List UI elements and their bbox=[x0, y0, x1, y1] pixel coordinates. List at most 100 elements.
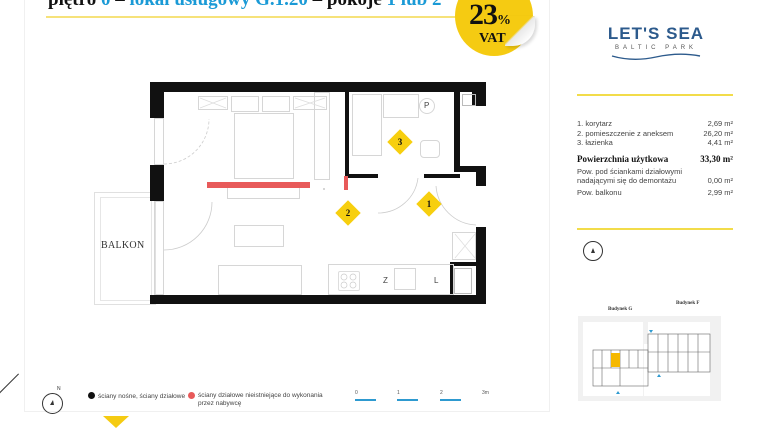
brand-logo: LET'S SEA BALTIC PARK bbox=[606, 24, 706, 61]
balcony-door-frame bbox=[154, 201, 164, 295]
removable-wall-label: ściany działowe nieistniejące do wykonan… bbox=[198, 392, 323, 407]
window-frame bbox=[154, 118, 164, 165]
sink bbox=[383, 94, 419, 118]
area-name: 3. łazienka bbox=[577, 138, 613, 147]
wave-icon bbox=[611, 53, 701, 60]
rooms-label: pokoje bbox=[327, 0, 382, 10]
coffee-table bbox=[234, 225, 284, 247]
legend-removable: ściany działowe nieistniejące do wykonan… bbox=[188, 392, 328, 408]
sofa bbox=[218, 265, 302, 295]
total-area-row: Powierzchnia użytkowa 33,30 m² bbox=[577, 153, 733, 165]
kitchen-counter bbox=[328, 264, 454, 295]
partition-area-label: Pow. pod ściankami działowymi nadającymi… bbox=[577, 166, 683, 186]
minimap-compass-icon bbox=[583, 241, 603, 261]
scale-tick: 1 bbox=[397, 390, 400, 396]
title-separator: – bbox=[110, 0, 129, 10]
bearing-wall-swatch bbox=[88, 392, 95, 399]
vat-rate: 23% bbox=[469, 0, 511, 32]
floor-label: piętro bbox=[48, 0, 96, 10]
scale-segment bbox=[440, 399, 461, 401]
area-value: 26,20 m² bbox=[703, 128, 733, 138]
wall-shaft-bottom bbox=[460, 166, 486, 172]
logo-subtitle: BALTIC PARK bbox=[614, 45, 698, 51]
removable-wall-swatch bbox=[188, 392, 195, 399]
building-g-label: Budynek G bbox=[608, 307, 633, 312]
scale-segment bbox=[355, 399, 376, 401]
vat-label: VAT bbox=[479, 31, 506, 46]
unit-name: lokal usługowy G.1.20 bbox=[129, 0, 307, 10]
total-area-value: 33,30 m² bbox=[700, 153, 733, 164]
room-number-2: 2 bbox=[345, 208, 351, 218]
door-swings bbox=[163, 97, 477, 289]
nightstand bbox=[231, 96, 259, 112]
bearing-wall-label: ściany nośne, ściany działowe bbox=[98, 393, 186, 400]
site-plan-graphic bbox=[578, 316, 721, 401]
scale-tick: 2 bbox=[440, 390, 443, 396]
wardrobe bbox=[198, 96, 228, 110]
boiler bbox=[419, 98, 435, 114]
compass-icon bbox=[42, 393, 63, 414]
building-minimap: Budynek G Budynek F bbox=[578, 301, 721, 401]
sink-kitchen bbox=[394, 268, 416, 290]
area-table: 1. korytarz 2,69 m² 2. pomieszczenie z an… bbox=[577, 119, 733, 197]
north-label: N bbox=[57, 386, 61, 392]
wall-right-middle bbox=[476, 166, 486, 186]
balcony-area-value: 2,99 m² bbox=[707, 187, 733, 197]
area-row: 1. korytarz 2,69 m² bbox=[577, 119, 733, 129]
corner-line bbox=[0, 373, 19, 397]
toilet bbox=[420, 140, 440, 158]
wall-bottom bbox=[150, 295, 486, 304]
bathtub bbox=[352, 94, 382, 156]
wall-fixture-left bbox=[450, 262, 454, 298]
balcony-area bbox=[94, 192, 156, 305]
vat-badge: 23% VAT bbox=[455, 0, 535, 60]
scale-tick: 3m bbox=[482, 390, 489, 396]
cooktop bbox=[338, 271, 360, 291]
wall-fixture-top bbox=[452, 262, 476, 266]
north-arrow-icon bbox=[591, 248, 595, 253]
rooms-value: 1 lub 2 bbox=[387, 0, 442, 10]
chevron-down-icon bbox=[103, 416, 129, 428]
vat-value: 23 bbox=[469, 0, 498, 31]
shaft bbox=[462, 94, 476, 106]
balcony-label: BALKON bbox=[101, 240, 145, 251]
floor-value: 0 bbox=[101, 0, 111, 10]
north-arrow-icon bbox=[50, 400, 54, 405]
wall-left-top bbox=[150, 82, 164, 118]
wall-left-middle bbox=[150, 165, 164, 201]
legend-bearing: ściany nośne, ściany działowe bbox=[88, 392, 185, 401]
area-value: 2,69 m² bbox=[707, 119, 733, 128]
bathroom-wall-bottom-left bbox=[345, 174, 378, 178]
wall-right-bottom bbox=[476, 227, 486, 297]
closet bbox=[452, 232, 476, 260]
balcony-inner bbox=[100, 197, 152, 301]
removable-wall bbox=[344, 176, 348, 190]
scale-bar: 0 1 2 3m bbox=[352, 390, 492, 402]
title-separator: – bbox=[308, 0, 327, 10]
logo-divider bbox=[577, 94, 733, 96]
logo-title: LET'S SEA bbox=[607, 24, 705, 43]
area-row: 3. łazienka 4,41 m² bbox=[577, 138, 733, 148]
title-divider bbox=[46, 16, 511, 18]
building-f-label: Budynek F bbox=[676, 301, 700, 306]
area-name: 1. korytarz bbox=[577, 119, 613, 128]
wardrobe-tall bbox=[314, 92, 330, 180]
boiler-label: P bbox=[424, 101, 430, 110]
scale-tick: 0 bbox=[355, 390, 358, 396]
wall-top bbox=[150, 82, 486, 92]
nightstand bbox=[262, 96, 290, 112]
scale-segment bbox=[397, 399, 418, 401]
bathroom-wall-left bbox=[345, 92, 349, 178]
area-value: 4,41 m² bbox=[707, 138, 733, 147]
vat-percent: % bbox=[497, 13, 511, 28]
total-area-label: Powierzchnia użytkowa bbox=[577, 153, 669, 164]
shaft bbox=[454, 268, 472, 294]
page-title: piętro 0 – lokal usługowy G.1.20 – pokoj… bbox=[48, 0, 441, 11]
room-number-3: 3 bbox=[397, 137, 403, 147]
floor-plan: BALKON P Z L bbox=[86, 80, 491, 305]
removable-wall bbox=[207, 182, 310, 188]
bathroom-wall-bottom-right bbox=[424, 174, 460, 178]
floorplan-panel bbox=[24, 0, 550, 412]
